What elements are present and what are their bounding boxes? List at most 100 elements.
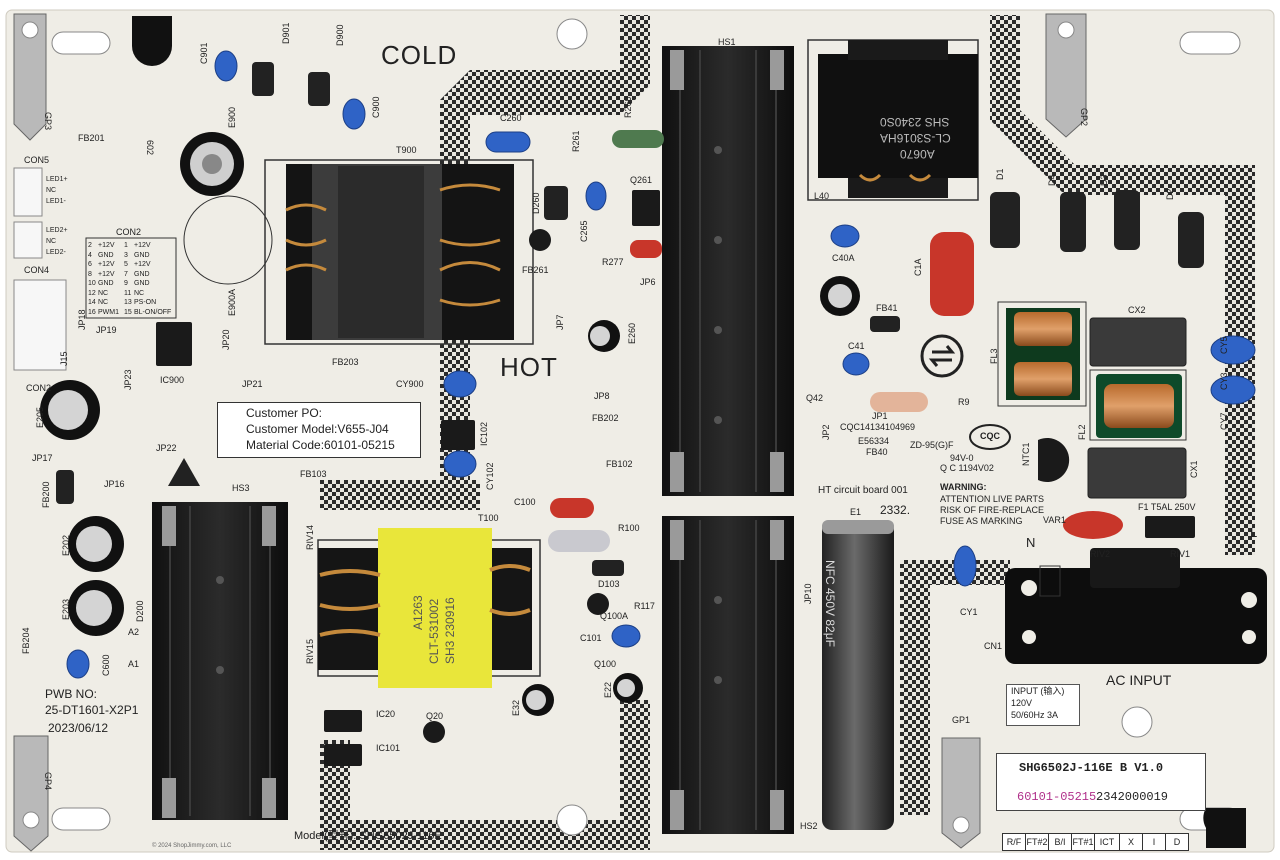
ref-fb201: FB201: [78, 133, 105, 143]
t100-marking-3: SH3 230916: [443, 597, 457, 664]
board-model: Model(型号): SHG6502J-116E: [294, 830, 442, 842]
con5-label: LED1-: [46, 198, 66, 205]
ref-jp20: JP20: [221, 329, 231, 350]
resistor: [548, 130, 928, 552]
ref-c1a: C1A: [913, 258, 923, 276]
ref-fb40: FB40: [866, 447, 888, 457]
ref-r9: R9: [958, 397, 970, 407]
con5-label: NC: [46, 238, 57, 245]
ref-riv14: RIV14: [305, 524, 315, 550]
ref-jp21: JP21: [242, 379, 263, 389]
ref-l40: L40: [814, 191, 830, 201]
ref-cx1: CX1: [1189, 460, 1199, 478]
ref-fb103: FB103: [300, 469, 327, 479]
con5-label: NC: [46, 187, 57, 194]
ref-cy5: CY5: [1219, 336, 1229, 354]
con2-pin-cell: 2: [88, 242, 92, 249]
con2-pin-cell: 3: [124, 251, 128, 259]
con2-pin-cell: NC: [98, 299, 109, 306]
ref-e22: E22: [603, 681, 613, 698]
input-rating-freq: 50/60Hz 3A: [1011, 710, 1059, 720]
ref-fb204: FB204: [21, 627, 31, 654]
con2-pin-cell: 12: [88, 289, 96, 297]
ref-d200: D200: [135, 600, 145, 622]
ref-ic102: IC102: [479, 421, 489, 446]
ref-jp7: JP7: [555, 314, 565, 330]
con2-pin-cell: GND: [134, 270, 150, 278]
ref-cy102: CY102: [485, 462, 495, 490]
ref-d3: D3: [1099, 174, 1109, 186]
ref-jp2: JP2: [821, 424, 831, 440]
ref-e203: E203: [61, 598, 71, 620]
l40-marking-1: A0670: [900, 147, 935, 161]
con2-pin-cell: 14: [88, 299, 96, 306]
con2-pin-cell: 9: [124, 280, 128, 287]
con2-pin-cell: +12V: [134, 242, 151, 249]
con2-pin-cell: GND: [134, 251, 150, 259]
con2-pin-cell: GND: [134, 280, 150, 287]
ref-e205: E205: [35, 406, 45, 428]
electrolytic-capacitor: [40, 132, 860, 716]
con2-pin-cell: 11: [124, 289, 132, 297]
con2-pin-cell: +12V: [134, 261, 151, 268]
transformer-l40: [807, 39, 979, 201]
zd-code: ZD-95(G)F: [910, 440, 954, 450]
ref-r261: R261: [571, 130, 581, 152]
ref-r100: R100: [618, 523, 640, 533]
warning-line-1: ATTENTION LIVE PARTS: [940, 494, 1045, 504]
ref-ic20: IC20: [376, 709, 396, 719]
ref-e202: E202: [61, 534, 71, 556]
ref-q100: Q100: [594, 659, 617, 669]
ref-c40a: C40A: [832, 253, 855, 263]
ref-cy7: CY7: [1219, 412, 1229, 430]
ref-cn1: CN1: [984, 641, 1003, 651]
fuse-rating: F1 T5AL 250V: [1138, 502, 1196, 512]
ac-input-label: AC INPUT: [1106, 672, 1172, 688]
bulk-capacitor-e1: [822, 520, 894, 830]
ref-hs3: HS3: [232, 483, 250, 493]
ref-c265: C265: [579, 220, 589, 242]
ac-input-connector: [1005, 548, 1267, 664]
hot-zone-label: HOT: [500, 352, 558, 382]
ic-package: [156, 190, 1195, 766]
ref-cx2: CX2: [1128, 305, 1146, 315]
ref-c901: C901: [199, 42, 209, 64]
ref-a1: A1: [128, 659, 140, 669]
ref-ntc1: NTC1: [1021, 442, 1031, 466]
ref-d260: D260: [531, 192, 541, 214]
cqc-logo-icon: [969, 424, 1011, 450]
x-capacitor: [1087, 317, 1187, 499]
ref-d900: D900: [335, 24, 345, 46]
ref-d4: D4: [1047, 174, 1057, 186]
ceramic-capacitor: [66, 50, 1256, 679]
ref-r117: R117: [634, 601, 655, 611]
warning-line-2: RISK OF FIRE-REPLACE: [940, 505, 1045, 515]
con2-pin-cell: 1: [124, 242, 128, 249]
ref-e900a: E900A: [227, 288, 237, 316]
input-rating: INPUT (输入) 120V 50/60Hz 3A: [1006, 684, 1080, 726]
ref-con5: CON5: [24, 155, 50, 165]
ref-cy900: CY900: [396, 379, 424, 389]
warning-line-3: FUSE AS MARKING: [940, 516, 1023, 526]
ref-jp16: JP16: [104, 479, 125, 489]
l40-marking-3: SHS 2340S0: [880, 115, 950, 129]
con2-pin-cell: GND: [98, 280, 114, 287]
grid-cell: ICT: [1094, 833, 1120, 851]
transformer-t100: [317, 528, 541, 688]
con2-pin-cell: 6: [88, 261, 92, 268]
ref-gp2: GP2: [1079, 108, 1089, 127]
con2-pin-cell: 16: [88, 308, 96, 316]
ref-e900: E900: [227, 106, 237, 128]
qc-code: Q C 1194V02: [940, 463, 994, 473]
choke-fl3: [997, 301, 1087, 407]
ref-gp1: GP1: [952, 715, 971, 725]
l40-marking-2: CL-S3016HA: [880, 131, 951, 145]
ref-fb261: FB261: [522, 265, 549, 275]
ul-file-code: E56334: [858, 436, 890, 446]
heatsink-hs1: [662, 46, 794, 496]
ref-c260: C260: [500, 113, 522, 123]
grid-cell: X: [1119, 833, 1143, 851]
ref-e1: E1: [850, 507, 862, 517]
pwb-no-label: PWB NO:: [45, 687, 98, 701]
